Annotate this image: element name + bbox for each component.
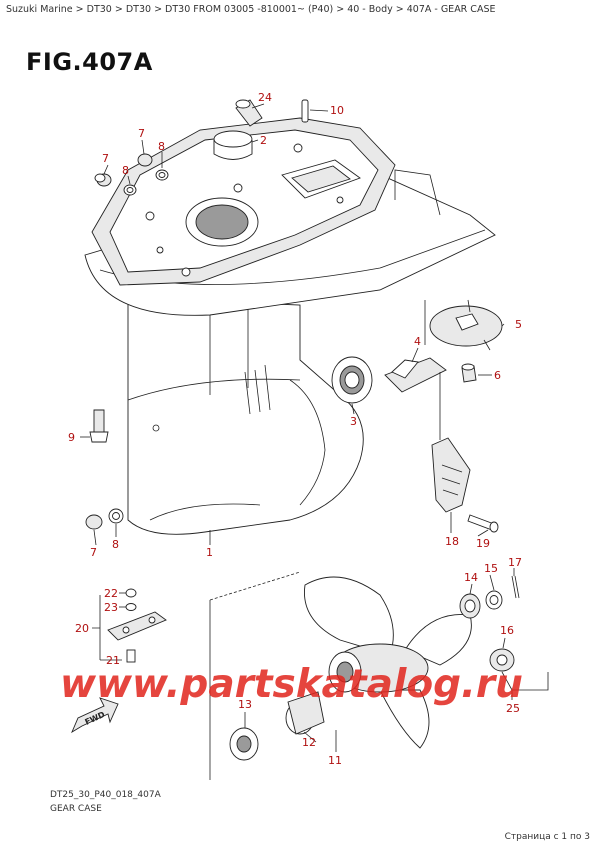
page-indicator: Страница с 1 по 3: [504, 832, 590, 842]
part-7-plug-top-2[interactable]: [137, 153, 153, 167]
callout-7b[interactable]: 7: [102, 152, 109, 165]
part-20-trim-tab[interactable]: [107, 611, 167, 641]
callout-6[interactable]: 6: [494, 369, 501, 382]
drawing-code: DT25_30_P40_018_407A: [50, 790, 161, 800]
callout-7c[interactable]: 7: [90, 546, 97, 559]
callout-5[interactable]: 5: [515, 318, 522, 331]
callout-12[interactable]: 12: [302, 736, 316, 749]
part-3-bearing[interactable]: [331, 356, 373, 404]
part-23-washer[interactable]: [125, 603, 137, 611]
callout-19[interactable]: 19: [476, 537, 490, 550]
watermark: www.partskatalog.ru: [60, 662, 523, 707]
part-8-washer-lower[interactable]: [108, 508, 124, 524]
diagram-caption: GEAR CASE: [50, 804, 102, 814]
callout-3[interactable]: 3: [350, 415, 357, 428]
callout-15[interactable]: 15: [484, 562, 498, 575]
part-2-seal-housing[interactable]: [213, 130, 253, 160]
callout-20[interactable]: 20: [75, 622, 89, 635]
callout-22[interactable]: 22: [104, 587, 118, 600]
part-22-nut[interactable]: [125, 588, 137, 598]
callout-numbers: 24 2 10 7 8 7 8 5 6 4 3 9 7 8 1 18 19 14…: [68, 91, 522, 767]
part-11-propeller[interactable]: [303, 576, 472, 749]
figure-title: FIG.407A: [26, 48, 153, 76]
callout-16[interactable]: 16: [500, 624, 514, 637]
part-8-washer-top-2[interactable]: [155, 169, 169, 181]
breadcrumb[interactable]: Suzuki Marine > DT30 > DT30 > DT30 FROM …: [6, 4, 496, 15]
part-8-washer-top[interactable]: [123, 184, 137, 196]
callout-8a[interactable]: 8: [158, 140, 165, 153]
callout-2[interactable]: 2: [260, 134, 267, 147]
callout-1[interactable]: 1: [206, 546, 213, 559]
callout-17[interactable]: 17: [508, 556, 522, 569]
part-6-bolt[interactable]: [461, 363, 477, 383]
part-4-anode[interactable]: [384, 357, 447, 393]
callout-21[interactable]: 21: [106, 654, 120, 667]
callout-7a[interactable]: 7: [138, 127, 145, 140]
callout-8c[interactable]: 8: [112, 538, 119, 551]
callout-25[interactable]: 25: [506, 702, 520, 715]
part-5-anode-plate[interactable]: [429, 299, 503, 351]
part-17-cotter-pin[interactable]: [511, 575, 520, 599]
callout-4[interactable]: 4: [414, 335, 421, 348]
part-7-plug-top[interactable]: [94, 173, 112, 187]
part-18-guard[interactable]: [431, 437, 471, 513]
callout-8b[interactable]: 8: [122, 164, 129, 177]
part-19-screw[interactable]: [467, 514, 499, 533]
callout-23[interactable]: 23: [104, 601, 118, 614]
gear-case-body[interactable]: [84, 117, 496, 535]
fwd-label: FWD: [83, 710, 106, 727]
callout-10[interactable]: 10: [330, 104, 344, 117]
callout-14[interactable]: 14: [464, 571, 478, 584]
callout-24[interactable]: 24: [258, 91, 272, 104]
part-9-bolt[interactable]: [89, 409, 109, 443]
part-13-thrust-washer[interactable]: [229, 727, 259, 761]
part-10-dowel-pin[interactable]: [301, 99, 309, 123]
leader-lines: [80, 103, 549, 780]
callout-11[interactable]: 11: [328, 754, 342, 767]
part-14-spacer[interactable]: [459, 593, 481, 619]
part-15-washer[interactable]: [485, 590, 503, 610]
callout-9[interactable]: 9: [68, 431, 75, 444]
callout-13[interactable]: 13: [238, 698, 252, 711]
part-12-bushing[interactable]: [285, 691, 325, 735]
part-24-plug[interactable]: [235, 99, 263, 127]
part-7-plug-lower[interactable]: [85, 514, 103, 530]
part-16-nut[interactable]: [489, 648, 515, 672]
part-21-bolt[interactable]: [126, 649, 136, 663]
callout-18[interactable]: 18: [445, 535, 459, 548]
